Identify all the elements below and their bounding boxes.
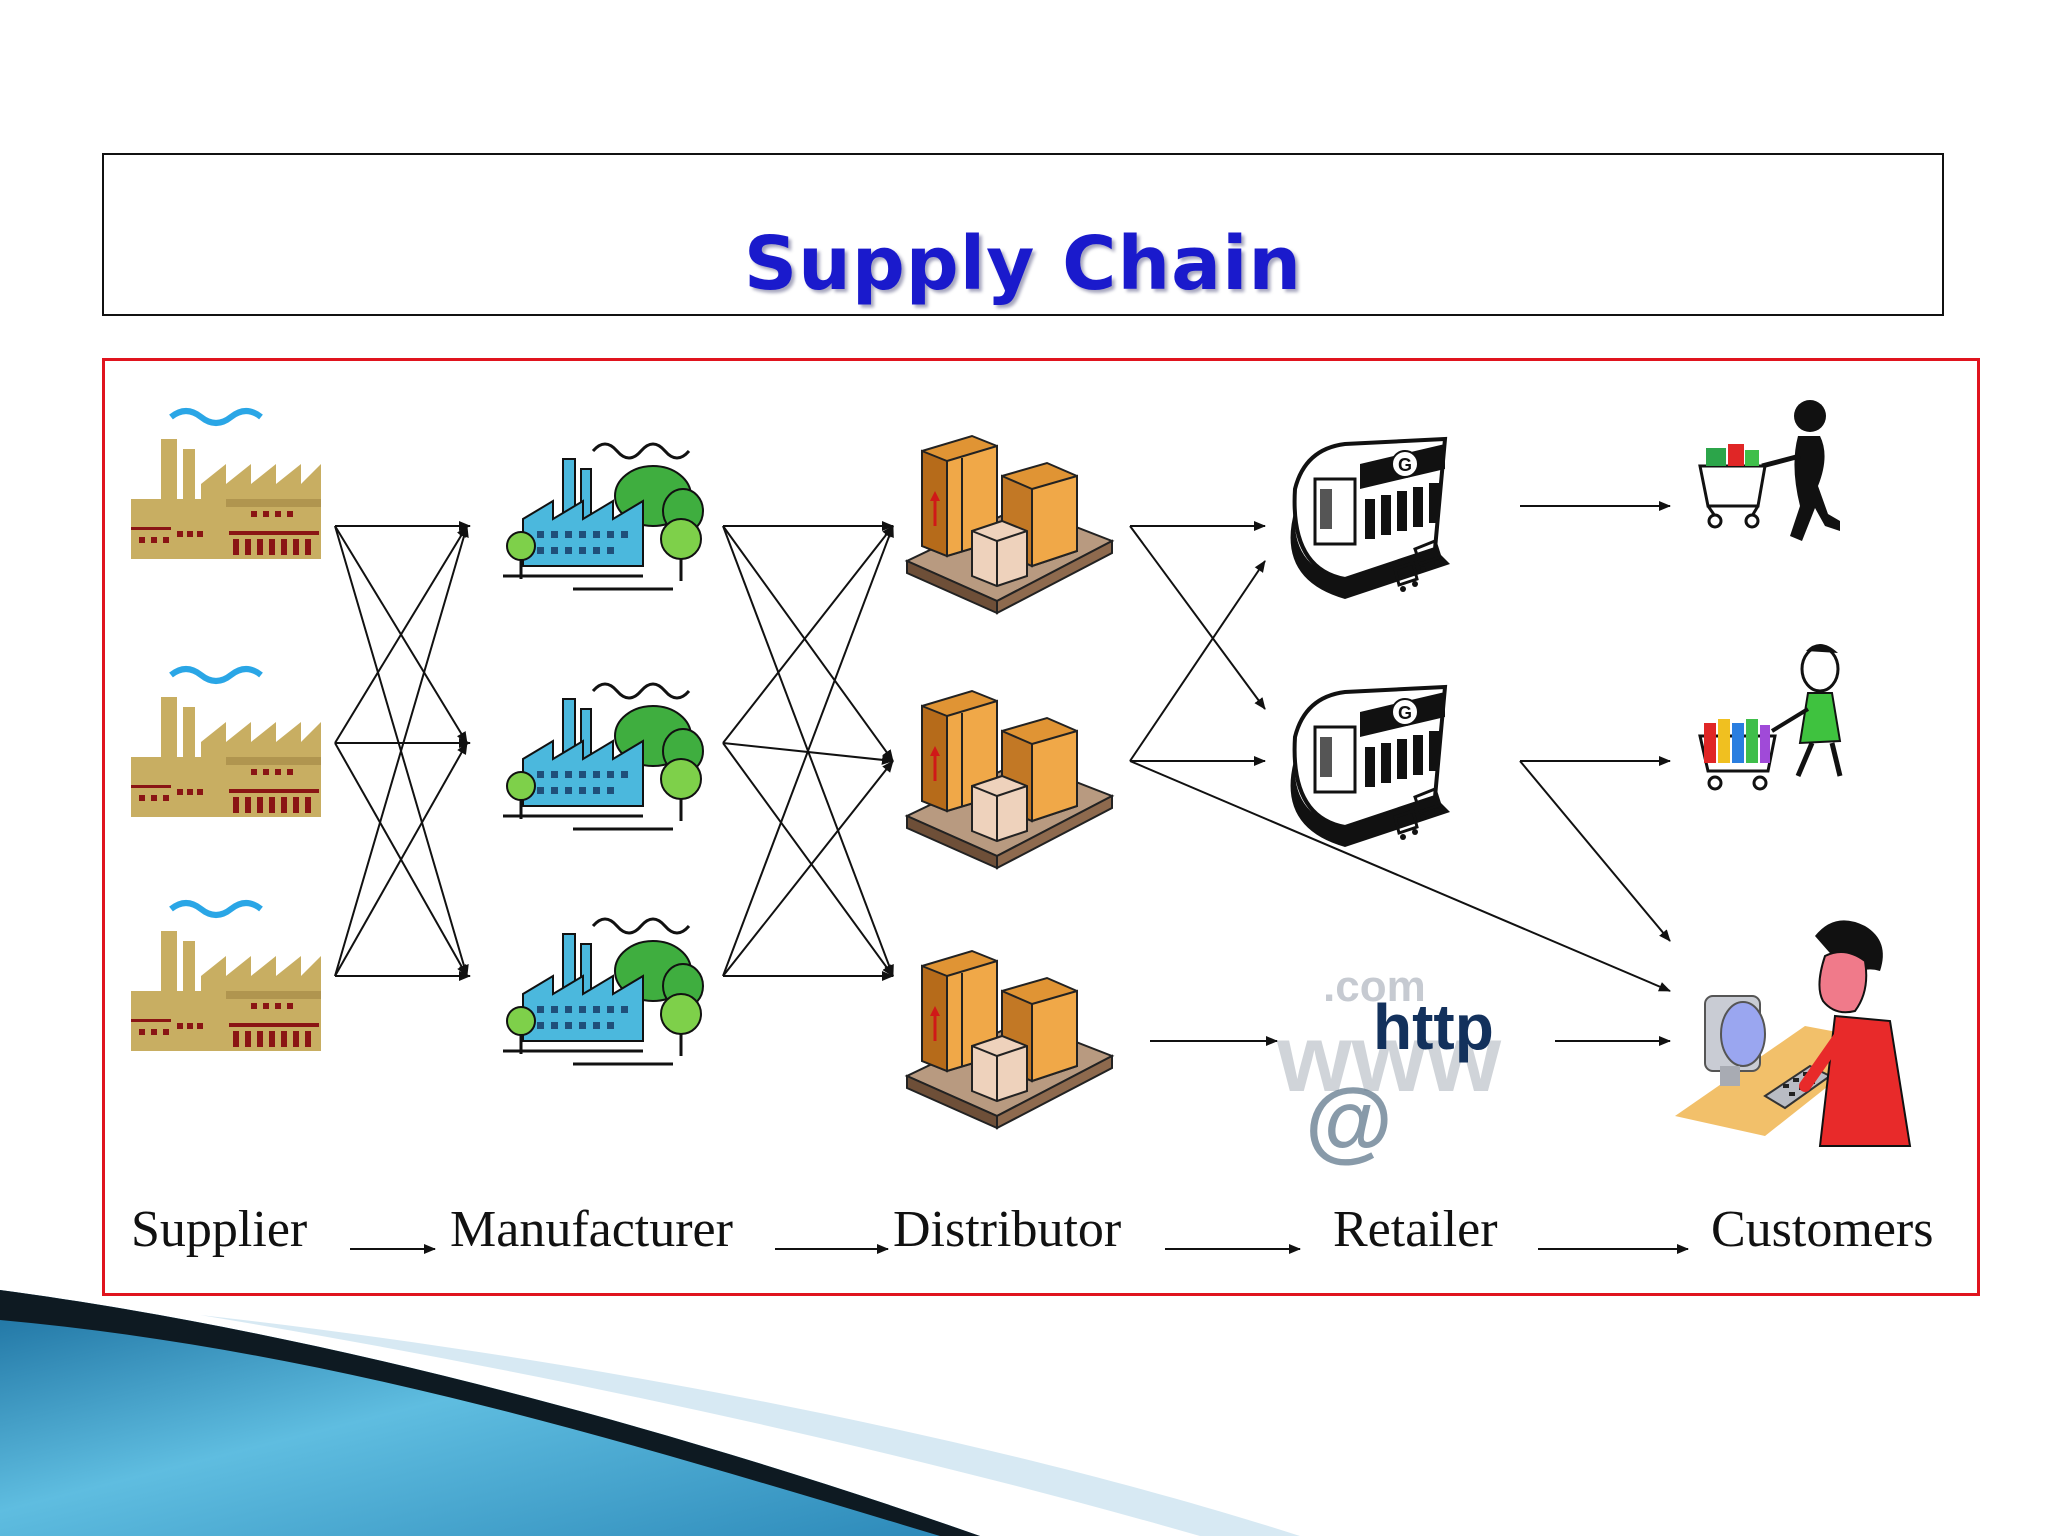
stage-label-manufacturer: Manufacturer xyxy=(450,1201,733,1258)
www-watermark: www xyxy=(1276,1005,1501,1112)
retail-store-icon xyxy=(1288,437,1452,601)
stage-label-retailer: Retailer xyxy=(1333,1201,1498,1258)
manufacturer-to-distributor-arrow xyxy=(722,525,894,744)
shopper-with-cart-icon xyxy=(1698,400,1840,541)
corner-swoosh-fill xyxy=(0,1290,980,1536)
manufacturer-to-distributor-arrow xyxy=(722,760,894,977)
shopper-green-icon xyxy=(1698,643,1843,791)
supplier-factory-icon xyxy=(131,669,321,817)
supplier-to-manufacturer-arrow xyxy=(334,525,468,744)
distributor-to-retailer-arrow xyxy=(1129,525,1266,710)
stage-label-customers: Customers xyxy=(1711,1201,1933,1258)
distributor-warehouse-icon xyxy=(905,434,1114,615)
stage-label-distributor: Distributor xyxy=(893,1201,1121,1258)
manufacturer-to-distributor-arrow xyxy=(722,742,894,977)
at-symbol: @ xyxy=(1305,1071,1393,1171)
manufacturer-to-distributor-arrow xyxy=(722,525,894,762)
supplier-factory-icon xyxy=(131,903,321,1051)
corner-swoosh-dark-band xyxy=(0,1290,980,1536)
title-box: Supply Chain xyxy=(102,153,1944,316)
supply-chain-diagram: G www .com http @ xyxy=(102,358,1980,1296)
distributor-warehouse-icon xyxy=(905,949,1114,1130)
stage-label-supplier: Supplier xyxy=(131,1201,307,1258)
manufacturer-factory-icon xyxy=(501,917,705,1066)
distributor-to-customer-arrow xyxy=(1129,760,1671,992)
supplier-to-manufacturer-arrow xyxy=(334,525,469,977)
retailer-to-customer-arrow xyxy=(1519,760,1671,942)
flow-arrows xyxy=(334,501,1689,1254)
slide-title: Supply Chain xyxy=(743,221,1303,307)
http-text: http xyxy=(1373,991,1494,1063)
distributor-to-retailer-arrow xyxy=(1129,560,1266,762)
corner-swoosh-light xyxy=(200,1315,1300,1536)
manufacturer-factory-icon xyxy=(501,442,705,591)
dotcom-text: .com xyxy=(1323,962,1426,1011)
online-customer-icon xyxy=(1675,920,1912,1147)
manufacturer-factory-icon xyxy=(501,682,705,831)
retail-store-icon xyxy=(1288,685,1452,849)
stage-labels: Supplier Manufacturer Distributor Retail… xyxy=(131,1201,1933,1258)
web-store-icon: www .com http @ xyxy=(1276,962,1501,1171)
distributor-warehouse-icon xyxy=(905,689,1114,870)
supplier-to-manufacturer-arrow xyxy=(334,742,468,977)
manufacturer-to-distributor-arrow xyxy=(722,525,894,977)
supplier-factory-icon xyxy=(131,411,321,559)
